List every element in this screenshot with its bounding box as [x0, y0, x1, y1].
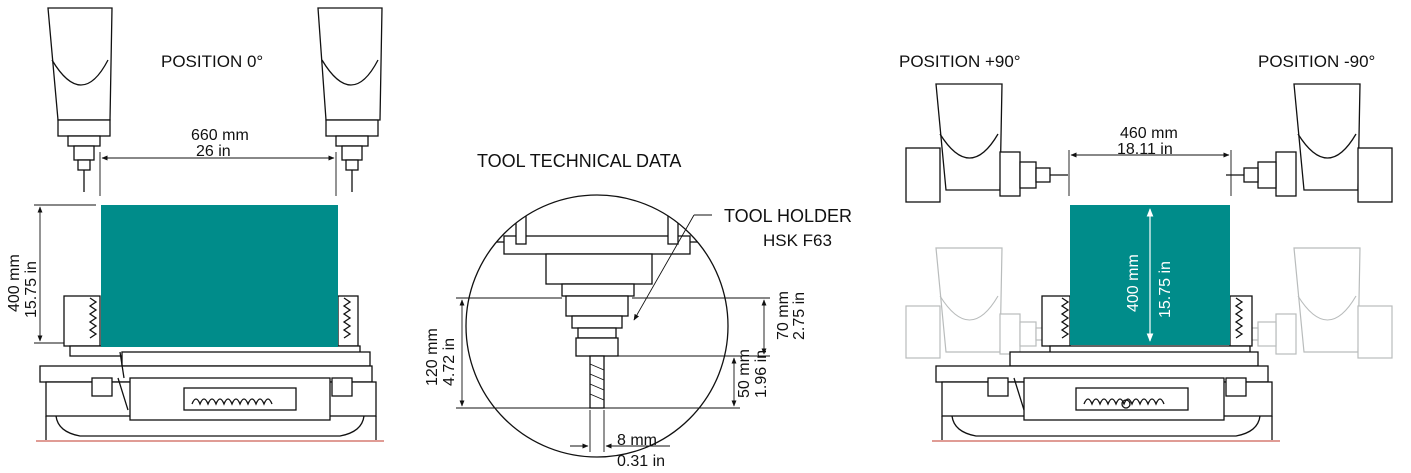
height-dimension-right: 400 mm 15.75 in: [1125, 208, 1174, 342]
tool-tip-len-mm: 50 mm: [736, 349, 753, 398]
tool-total-dimension: 120 mm 4.72 in: [424, 297, 590, 409]
height-in-label: 15.75 in: [23, 261, 40, 318]
tool-holder-callout: TOOL HOLDER HSK F63: [633, 206, 852, 321]
tool-dia-dimension: 8 mm 0.31 in: [570, 410, 670, 470]
tool-holder-label: TOOL HOLDER: [724, 206, 852, 226]
machine-base-left: [39, 295, 377, 440]
ghost-head-right: [1232, 247, 1393, 359]
workpiece-left: [101, 205, 338, 347]
tool-technical-data-title: TOOL TECHNICAL DATA: [477, 151, 681, 171]
tool-total-mm: 120 mm: [424, 328, 441, 386]
tool-dia-mm: 8 mm: [617, 432, 657, 449]
tool-tip-len-in: 1.96 in: [753, 350, 770, 398]
position-plus90-label: POSITION +90°: [899, 52, 1021, 71]
height-mm-label: 400 mm: [6, 254, 23, 312]
right-view: POSITION +90° POSITION -90°: [899, 52, 1393, 442]
ghost-head-left: [905, 247, 1062, 359]
height-right-mm-label: 400 mm: [1125, 254, 1142, 312]
position-0-label: POSITION 0°: [161, 52, 263, 71]
tool-holder-type-label: HSK F63: [763, 231, 832, 250]
tool-view: TOOL TECHNICAL DATA TOOL HOLDER HSK F63: [424, 151, 852, 470]
tool-holder-dimension: 70 mm 2.75 in: [616, 291, 808, 357]
span-in-label: 26 in: [196, 143, 231, 160]
span-dimension-left: 660 mm 26 in: [99, 127, 337, 196]
position-minus90-label: POSITION -90°: [1258, 52, 1375, 71]
spindle-head-minus90: [1226, 83, 1393, 203]
height-right-in-label: 15.75 in: [1157, 261, 1174, 318]
tool-detail-circle: [465, 194, 729, 458]
machine-base-right: [935, 295, 1273, 440]
tool-detail-zoom: [469, 195, 721, 409]
tool-holder-len-in: 2.75 in: [791, 292, 808, 340]
tool-tip-dimension: 50 mm 1.96 in: [604, 349, 770, 409]
tool-holder-len-mm: 70 mm: [775, 291, 792, 340]
spindle-head-plus90: [905, 83, 1068, 203]
left-view: POSITION 0° 660 mm 26 in 400 mm 15.75 in: [6, 7, 384, 442]
tool-total-in: 4.72 in: [441, 338, 458, 386]
span-right-mm-label: 460 mm: [1120, 125, 1178, 142]
span-right-in-label: 18.11 in: [1117, 141, 1173, 158]
span-mm-label: 660 mm: [191, 127, 249, 144]
tool-dia-in: 0.31 in: [617, 453, 665, 470]
height-dimension-left: 400 mm 15.75 in: [6, 204, 96, 344]
spindle-head-left: [47, 7, 113, 192]
spindle-head-right: [317, 7, 383, 192]
span-dimension-right: 460 mm 18.11 in: [1068, 125, 1232, 196]
